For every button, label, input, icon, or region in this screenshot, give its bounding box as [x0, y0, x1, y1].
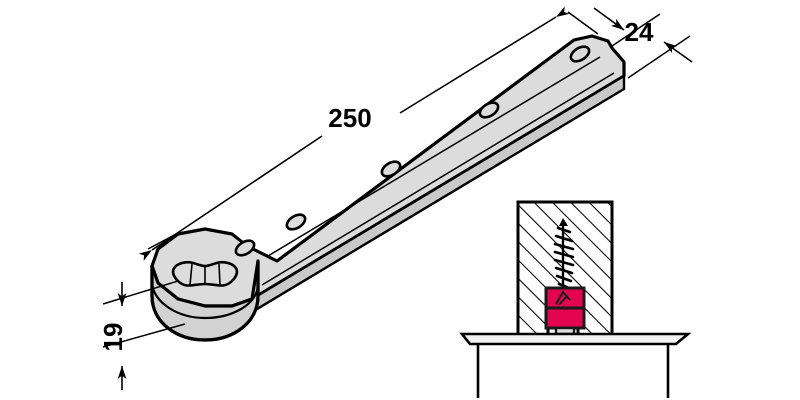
wood-screw-icon: [553, 218, 575, 296]
arm-hole-5: [569, 45, 591, 63]
arm-hole-4: [478, 101, 500, 119]
ext-line-250-end: [567, 11, 599, 35]
keyhole-slot: [171, 260, 239, 287]
table-top: [459, 332, 692, 346]
ext-line-24-a: [611, 13, 661, 47]
arm-hole-2: [285, 213, 307, 231]
fitting-block: [544, 286, 586, 336]
dim-line-250-left: [138, 135, 323, 261]
arm-holes: [234, 45, 591, 257]
screw-threads: [553, 226, 575, 290]
boss-step-line: [150, 282, 260, 320]
dimension-19: 19: [98, 280, 186, 390]
dimension-250-label: 250: [328, 103, 371, 133]
screw-tip: [559, 218, 568, 226]
table-surface-with-legs: [459, 332, 692, 398]
ext-line-24-b: [627, 35, 691, 79]
mounting-cross-section: [459, 200, 692, 398]
ext-line-19-top: [102, 280, 179, 305]
arm-hole-1: [234, 239, 256, 257]
dim-line-250-right: [399, 6, 570, 114]
arm-inner-edge-line: [267, 56, 601, 257]
dim-line-24-upper: [593, 7, 625, 31]
fitting-block-cam-marks: [555, 290, 571, 306]
boss-bottom-outline: [150, 261, 260, 342]
dimension-24-label: 24: [625, 17, 654, 47]
dimension-19-label: 19: [98, 323, 128, 352]
dimension-250: 250: [138, 6, 599, 261]
fitting-block-lower: [544, 306, 586, 330]
arm-hole-3: [380, 160, 402, 178]
ext-line-19-bottom: [102, 323, 186, 348]
keyhole-rib-1: [189, 263, 193, 286]
arm-inner-edge-line-2: [261, 72, 615, 286]
keyhole-rib-3: [218, 263, 221, 286]
dim-line-24-lower: [663, 41, 693, 63]
dimension-24: 24: [593, 7, 693, 79]
bracket-arm-isometric: [150, 34, 626, 342]
